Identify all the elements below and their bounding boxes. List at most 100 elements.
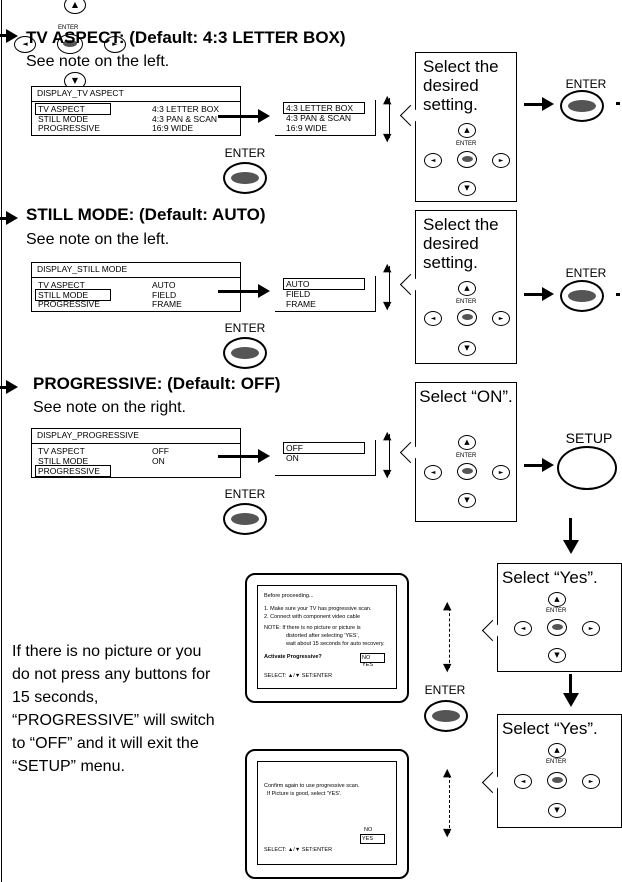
screen-line: wait about 15 seconds for auto recovery.	[286, 641, 385, 647]
screen-prompt: Activate Progressive?	[264, 654, 322, 660]
down-arrow-tip-icon: ▼	[383, 131, 392, 144]
enter-button[interactable]	[424, 700, 468, 732]
remote-right-button: ►	[582, 774, 600, 789]
tv-screen: Before proceeding... 1. Make sure your T…	[245, 573, 409, 703]
down-arrow-head-icon	[563, 540, 579, 554]
remote-right-button: ►	[492, 153, 510, 168]
up-arrow-tip-icon: ▲	[383, 93, 392, 106]
right-arrow-icon	[218, 115, 260, 118]
right-arrow-head-icon	[542, 458, 554, 472]
right-arrow-head-icon	[258, 109, 270, 123]
menu-item: TV ASPECT	[38, 280, 85, 290]
down-arrow-tip-icon: ▼	[383, 467, 392, 480]
menu-item: TV ASPECT	[35, 103, 111, 115]
down-arrow-head-icon	[563, 693, 579, 707]
remote-enter-label: ENTER	[456, 299, 477, 305]
up-arrow-tip-icon: ▲	[443, 766, 452, 779]
dash-mark	[616, 293, 620, 296]
remote-down-button: ▼	[548, 803, 566, 818]
callout-text: Select “Yes”.	[502, 568, 598, 587]
remote-up-button: ▲	[458, 435, 476, 450]
remote-up-button: ▲	[458, 123, 476, 138]
up-down-arrow-icon	[389, 266, 390, 306]
enter-button[interactable]	[560, 90, 604, 122]
up-down-arrow-icon	[449, 608, 451, 668]
up-down-arrow-icon	[449, 775, 451, 833]
screen-option-yes[interactable]: YES	[360, 834, 385, 844]
remote-left-button: ◄	[514, 621, 532, 636]
screen-footer: SELECT: ▲/▼ SET:ENTER	[264, 673, 333, 679]
screen-option-no[interactable]: NO	[360, 653, 385, 663]
setup-label: SETUP	[565, 430, 613, 446]
right-arrow-icon	[524, 293, 544, 296]
menu-value: FIELD	[152, 290, 177, 300]
enter-label: ENTER	[424, 683, 466, 697]
left-border	[1, 0, 2, 882]
remote-down-button: ▼	[458, 341, 476, 356]
menu-value: AUTO	[152, 280, 176, 290]
section-arrow-icon	[0, 386, 8, 389]
remote-up-button: ▲	[64, 0, 86, 14]
remote-left-button: ◄	[514, 774, 532, 789]
tv-screen: Confirm again to use progressive scan. I…	[245, 749, 409, 879]
screen-option-yes[interactable]: YES	[362, 662, 374, 668]
dash-mark	[616, 102, 620, 105]
remote-enter-label: ENTER	[546, 608, 567, 614]
instruction-callout: Select “ON”. ▲ ENTER ◄ ► ▼	[415, 382, 517, 522]
result-menu: 4:3 LETTER BOX 4:3 PAN & SCAN 16:9 WIDE	[275, 100, 376, 136]
enter-button[interactable]	[223, 162, 267, 194]
settings-menu: DISPLAY_TV ASPECT TV ASPECT STILL MODE P…	[31, 86, 241, 136]
result-value: 4:3 LETTER BOX	[283, 102, 365, 114]
instruction-callout: Select the desired setting. ▲ ENTER ◄ ► …	[415, 210, 517, 364]
down-arrow-tip-icon: ▼	[443, 826, 452, 839]
result-value: 16:9 WIDE	[286, 123, 328, 133]
menu-item: PROGRESSIVE	[38, 299, 100, 309]
section-note: See note on the left.	[26, 231, 170, 248]
screen-option-no[interactable]: NO	[364, 827, 373, 833]
result-value: FRAME	[286, 299, 316, 309]
right-arrow-head-icon	[542, 287, 554, 301]
remote-enter-label: ENTER	[456, 141, 477, 147]
menu-value: 4:3 LETTER BOX	[152, 104, 220, 114]
screen-line: 1. Make sure your TV has progressive sca…	[264, 606, 372, 612]
section-arrow-icon	[0, 34, 8, 37]
menu-item: PROGRESSIVE	[38, 123, 100, 133]
remote-enter-button	[547, 772, 567, 789]
enter-button[interactable]	[560, 280, 604, 312]
enter-label: ENTER	[224, 321, 266, 335]
screen-line: Before proceeding...	[264, 593, 314, 599]
screen-line: If Picture is good, select 'YES'.	[267, 791, 342, 797]
section-arrow-head-icon	[6, 211, 18, 225]
section-arrow-head-icon	[6, 29, 18, 43]
menu-value: 16:9 WIDE	[152, 123, 194, 133]
remote-left-button: ◄	[424, 465, 442, 480]
screen-line: 2. Connect with component video cable	[264, 614, 361, 620]
remote-up-button: ▲	[458, 281, 476, 296]
callout-text: Select “Yes”.	[502, 719, 598, 738]
remote-enter-label: ENTER	[58, 25, 79, 31]
enter-button[interactable]	[223, 337, 267, 369]
up-arrow-tip-icon: ▲	[383, 429, 392, 442]
remote-left-button: ◄	[14, 36, 36, 53]
instruction-callout: Select the desired setting. ▲ ENTER ◄ ► …	[415, 52, 517, 202]
remote-enter-button	[457, 463, 477, 480]
settings-menu: DISPLAY_STILL MODE TV ASPECT STILL MODE …	[31, 262, 241, 312]
result-value: AUTO	[283, 278, 365, 290]
result-menu: AUTO FIELD FRAME	[275, 276, 376, 312]
right-arrow-icon	[524, 103, 544, 106]
menu-value: FRAME	[152, 299, 182, 309]
setup-button[interactable]	[557, 446, 617, 490]
right-arrow-icon	[218, 455, 260, 458]
section-heading: PROGRESSIVE: (Default: OFF)	[33, 374, 281, 393]
menu-value: 4:3 PAN & SCAN	[152, 114, 218, 124]
enter-button[interactable]	[223, 503, 267, 535]
callout-text: Select the desired setting.	[423, 57, 499, 114]
screen-footer: SELECT: ▲/▼ SET:ENTER	[264, 847, 333, 853]
down-arrow-icon	[569, 518, 572, 542]
up-down-arrow-icon	[389, 98, 390, 138]
result-value: FIELD	[286, 289, 311, 299]
up-down-arrow-icon	[389, 434, 390, 474]
confirm-label: ENTER	[565, 77, 607, 91]
menu-item: PROGRESSIVE	[35, 465, 111, 477]
right-arrow-head-icon	[258, 284, 270, 298]
